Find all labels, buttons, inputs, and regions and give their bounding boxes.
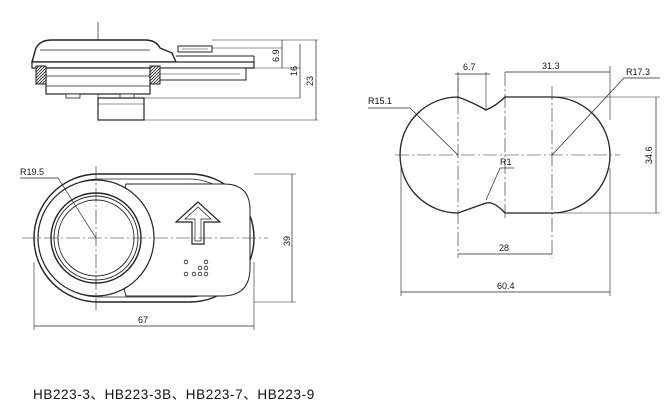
dim-31-3: 31.3 [542, 61, 560, 71]
braille-dot [197, 271, 203, 277]
dim-r19-5: R19.5 [20, 167, 44, 177]
dim-39: 39 [282, 236, 292, 246]
braille-dot [203, 271, 209, 277]
side-switch-block [97, 97, 145, 121]
dim-r15-1: R15.1 [368, 96, 392, 106]
dim-r1: R1 [500, 157, 512, 167]
side-clip-left [35, 65, 47, 85]
dim-67: 67 [138, 315, 148, 325]
up-arrow-icon [174, 201, 222, 245]
braille-dot [183, 271, 189, 277]
cutout-view [368, 66, 660, 296]
side-body [45, 67, 151, 95]
dim-r17-3: R17.3 [626, 67, 650, 77]
braille-dot [203, 259, 209, 265]
side-cap [31, 39, 178, 63]
side-flange [31, 61, 255, 69]
dim-28: 28 [499, 243, 509, 253]
braille-dot [191, 271, 197, 277]
dim-60-4: 60.4 [497, 281, 515, 291]
braille-dot [197, 265, 203, 271]
dim-6-9: 6.9 [271, 49, 281, 62]
dim-23: 23 [305, 76, 315, 86]
dim-34-6: 34.6 [644, 146, 654, 164]
dim-6-7: 6.7 [463, 62, 476, 72]
braille-dot [183, 259, 189, 265]
front-view [20, 166, 296, 330]
side-clip-right [149, 65, 161, 85]
dim-16: 16 [289, 66, 299, 76]
side-view [31, 22, 318, 121]
model-caption: HB223-3、HB223-3B、HB223-7、HB223-9 [33, 387, 315, 402]
braille-dots [183, 259, 209, 277]
braille-dot [203, 265, 209, 271]
